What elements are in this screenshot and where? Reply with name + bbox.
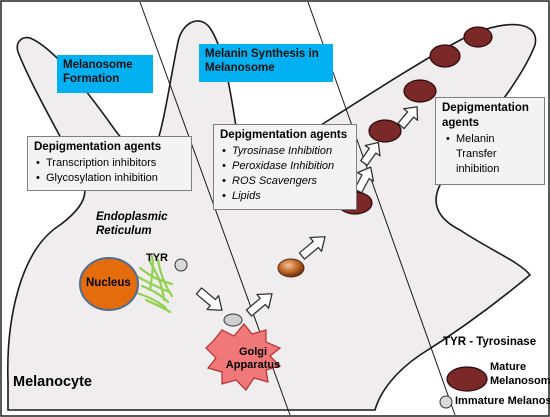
- legend-tyr-definition: TYR - Tyrosinase: [443, 336, 537, 348]
- depigmentation-box-transcription: Depigmentation agents Transcription inhi…: [27, 136, 192, 191]
- golgi-label: Golgi Apparatus: [225, 346, 281, 371]
- legend-immature-swatch: [439, 395, 453, 409]
- intermediate-melanosome: [277, 258, 305, 278]
- box-transcription-item: Glycosylation inhibition: [36, 171, 185, 186]
- box-synthesis-item: ROS Scavengers: [222, 174, 350, 189]
- depigmentation-box-synthesis: Depigmentation agents Tyrosinase Inhibit…: [213, 124, 357, 210]
- box-synthesis-item: Tyrosinase Inhibition: [222, 144, 350, 159]
- header-melanin-synthesis-text: Melanin Synthesis in Melanosome: [205, 48, 319, 74]
- trafficking-arrows: [195, 106, 419, 317]
- legend-mature-swatch: [446, 366, 488, 392]
- legend-immature-label: Immature Melanosome: [455, 395, 550, 407]
- box-synthesis-item: Peroxidase Inhibition: [222, 159, 350, 174]
- tyr-marker: [174, 258, 188, 272]
- box-transfer-title: Depigmentation agents: [442, 102, 529, 129]
- tyr-label: TYR: [146, 252, 168, 264]
- header-melanosome-formation-text: Melanosome Formation: [63, 59, 133, 85]
- box-transcription-item: Transcription inhibitors: [36, 156, 185, 171]
- golgi-apparatus: [205, 323, 282, 391]
- header-melanin-synthesis: Melanin Synthesis in Melanosome: [199, 44, 333, 82]
- nucleus-label: Nucleus: [86, 277, 131, 289]
- depigmentation-box-transfer: Depigmentation agents Melanin Transfer i…: [435, 97, 545, 185]
- er-label: Endoplasmic Reticulum: [96, 211, 168, 237]
- box-transcription-title: Depigmentation agents: [34, 141, 162, 153]
- header-melanosome-formation: Melanosome Formation: [57, 55, 153, 93]
- melanocyte-label: Melanocyte: [13, 374, 92, 390]
- box-synthesis-title: Depigmentation agents: [220, 129, 348, 141]
- legend-mature-label: Mature Melanosome: [490, 361, 550, 387]
- box-transfer-item: Melanin Transfer inhibition: [446, 132, 526, 177]
- nucleus: [79, 257, 139, 311]
- box-synthesis-item: Lipids: [222, 189, 350, 204]
- immature-melanosome: [223, 313, 243, 327]
